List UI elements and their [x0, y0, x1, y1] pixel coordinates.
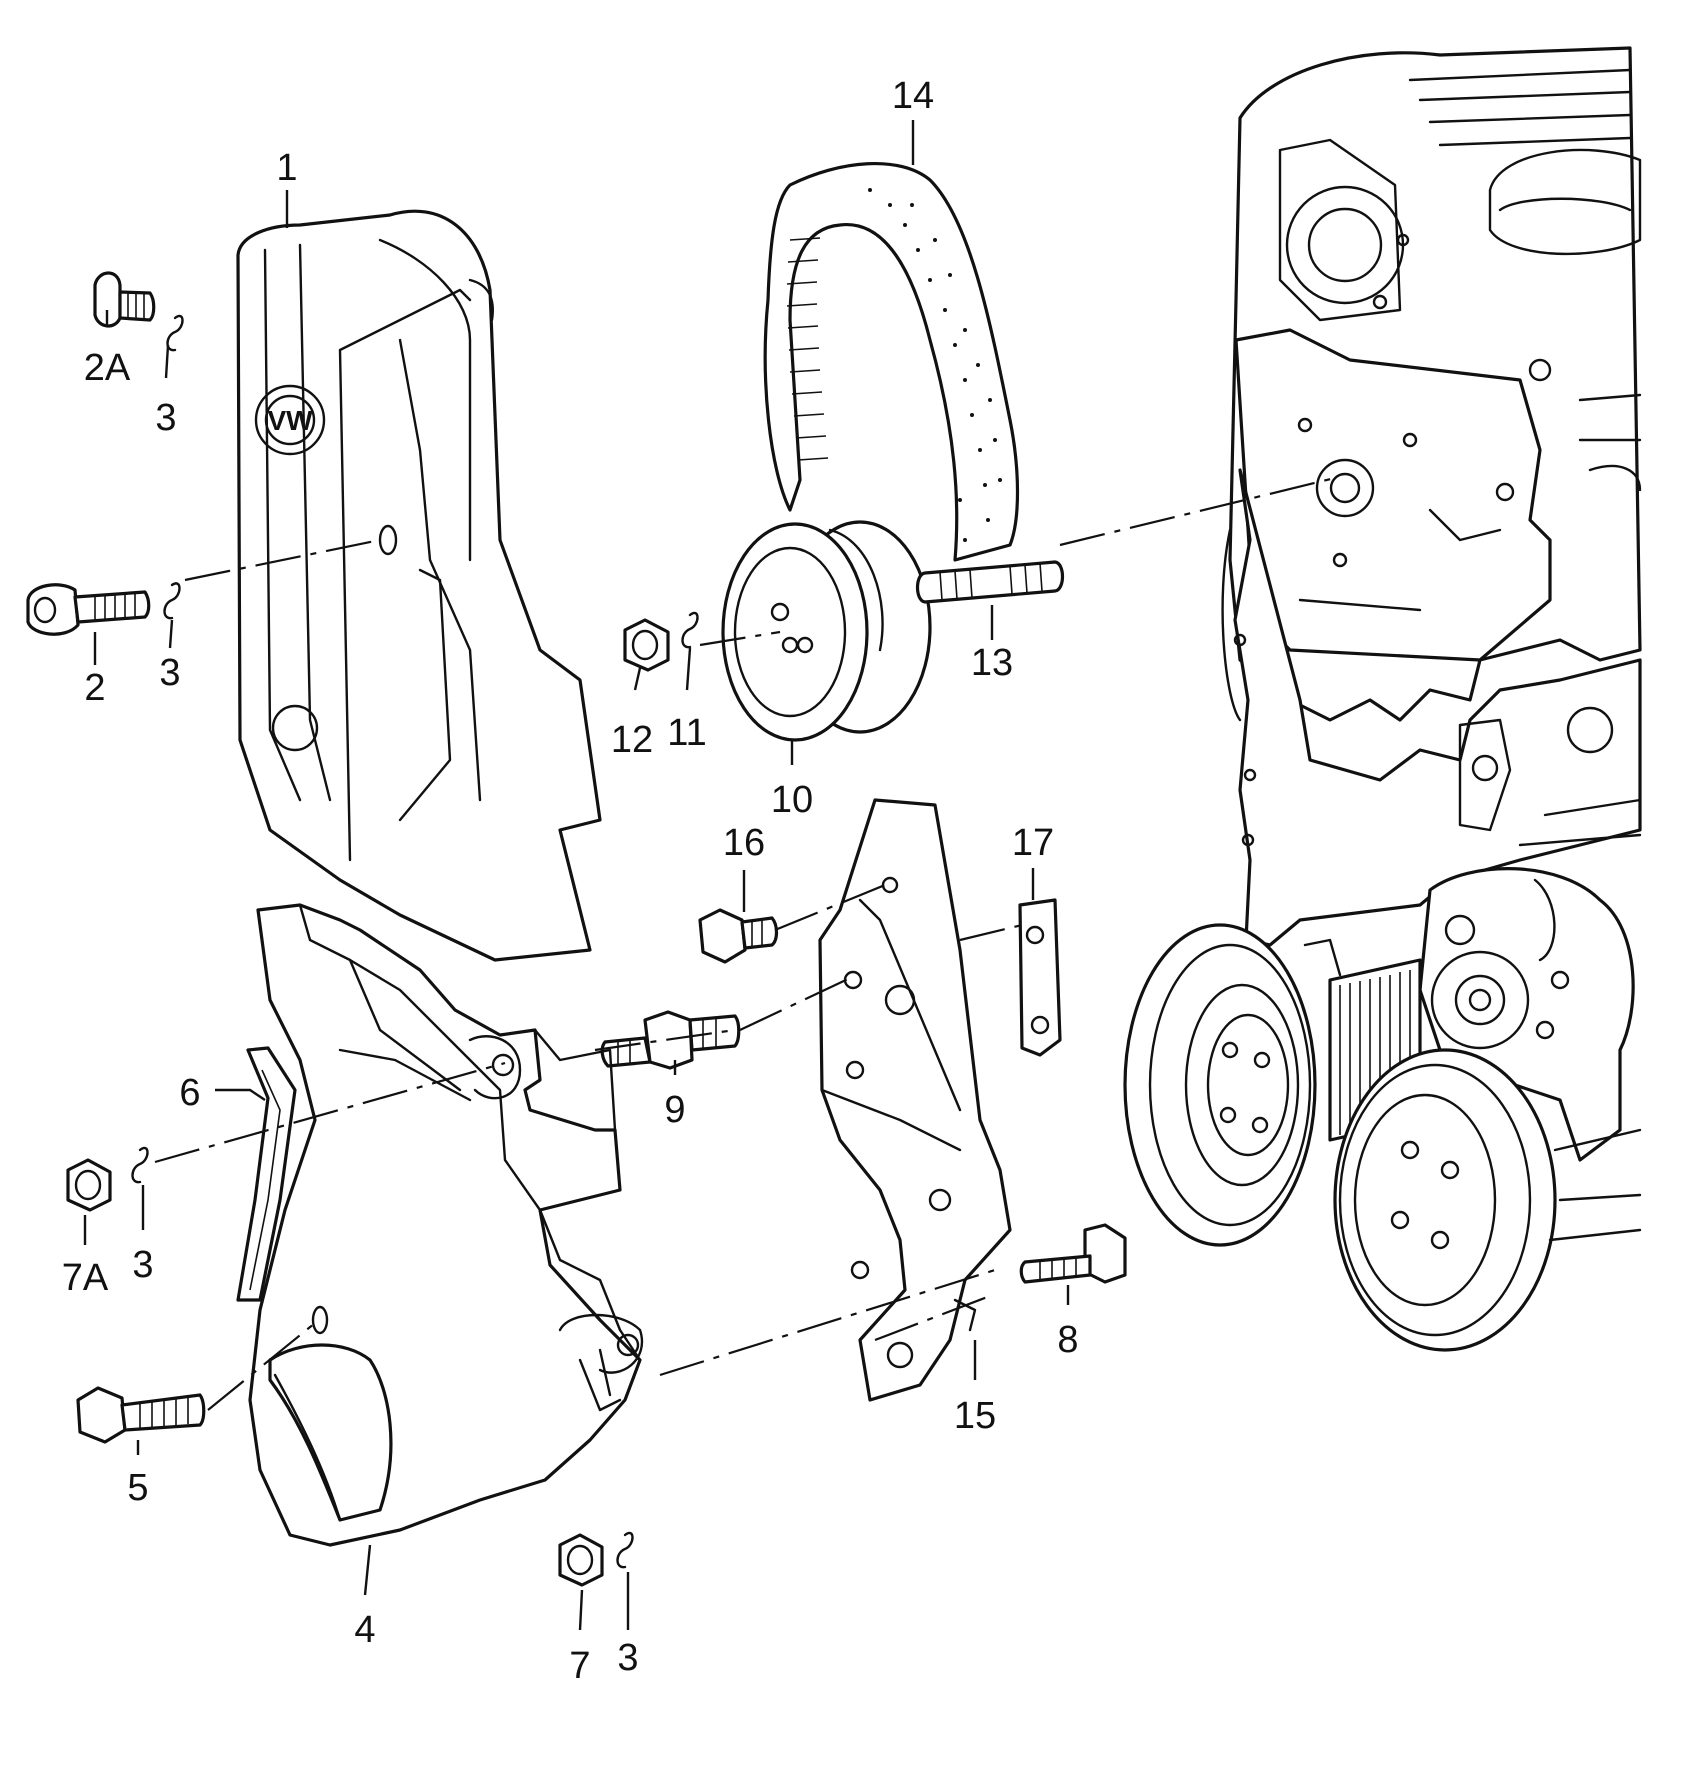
callout-15: 15	[954, 1395, 996, 1437]
callout-3-left: 3	[132, 1244, 153, 1286]
callout-1: 1	[276, 147, 297, 189]
bolt-16	[698, 908, 779, 964]
callout-14: 14	[892, 75, 934, 117]
nut-7A	[66, 1158, 112, 1212]
callout-9: 9	[664, 1089, 685, 1131]
washer-3-left	[131, 1146, 149, 1184]
callout-11: 11	[667, 712, 706, 754]
callout-10: 10	[771, 779, 813, 821]
washer-3-upper	[166, 314, 184, 352]
bolt-5	[76, 1386, 206, 1444]
callout-6: 6	[179, 1072, 200, 1114]
callout-4: 4	[354, 1609, 375, 1651]
engine-block	[1123, 46, 1642, 1352]
bolt-8	[1019, 1223, 1127, 1284]
vw-logo: VW	[267, 405, 313, 436]
washer-3-bottom	[616, 1531, 634, 1569]
callout-3-middle: 3	[159, 652, 180, 694]
leader-lines	[83, 120, 1070, 1631]
belt-texture	[868, 188, 1002, 542]
cap-screw-2	[26, 583, 151, 636]
spacer-plate-17	[1018, 898, 1062, 1057]
callout-16: 16	[723, 822, 765, 864]
callout-labels: 1 2A 3 2 3 14 12 11 10 13 16 17 6 9 7A 3…	[62, 75, 1079, 1687]
nut-12	[623, 618, 670, 672]
callout-17: 17	[1012, 822, 1054, 864]
washer-11	[681, 611, 699, 649]
nut-7	[558, 1533, 604, 1587]
callout-13: 13	[971, 642, 1013, 684]
callout-7A: 7A	[62, 1257, 109, 1299]
callout-12: 12	[611, 719, 653, 761]
cap-screw-2A	[93, 271, 156, 328]
alignment-lines	[154, 476, 1336, 1411]
callout-5: 5	[127, 1467, 148, 1509]
callout-2: 2	[84, 667, 105, 709]
engine-bracket-15	[818, 798, 1012, 1402]
timing-belt	[763, 161, 1020, 562]
lower-timing-belt-cover	[248, 903, 644, 1547]
stud-13	[915, 560, 1065, 604]
callout-3-bottom: 3	[617, 1637, 638, 1679]
tensioner-pulley	[721, 520, 932, 742]
washer-3-middle	[163, 582, 181, 620]
callout-8: 8	[1057, 1319, 1078, 1361]
callout-7: 7	[569, 1645, 590, 1687]
callout-3-top: 3	[155, 397, 176, 439]
callout-2A: 2A	[84, 347, 131, 389]
upper-timing-belt-cover: VW	[236, 209, 602, 962]
